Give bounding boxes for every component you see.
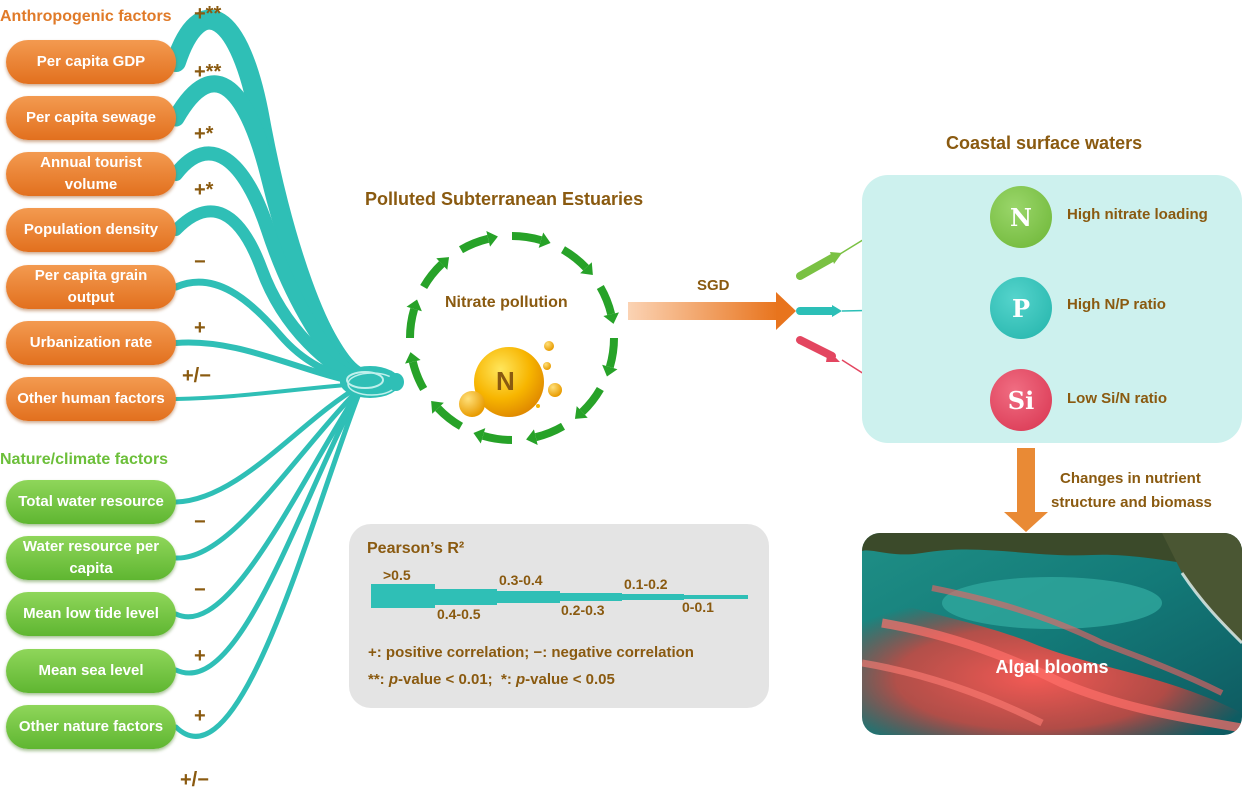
band-urban bbox=[173, 339, 363, 386]
legend-bin-5: 0.1-0.2 bbox=[624, 576, 668, 592]
factor-population-density: Population density bbox=[6, 208, 176, 252]
nutrient-arrows bbox=[796, 252, 842, 362]
band-tourist bbox=[169, 146, 367, 387]
sign-other-nature: +/− bbox=[180, 769, 209, 791]
band-population bbox=[170, 205, 366, 387]
changes-label-line2: structure and biomass bbox=[1051, 494, 1212, 511]
sign-water-per-capita: − bbox=[194, 579, 206, 601]
legend-panel: Pearson’s R² >0.5 0.4-0.5 0.3-0.4 0.2-0.… bbox=[349, 524, 769, 708]
cycle-dash bbox=[408, 360, 428, 391]
factor-urbanization-rate: Urbanization rate bbox=[6, 321, 176, 365]
legend-correlation-key: +: positive correlation; −: negative cor… bbox=[368, 644, 694, 661]
factor-per-capita-sewage: Per capita sewage bbox=[6, 96, 176, 140]
legend-bin-4: 0.2-0.3 bbox=[561, 602, 605, 618]
band-other-human bbox=[174, 382, 362, 401]
nitrogen-molecule-icon bbox=[459, 341, 562, 417]
cycle-dash bbox=[420, 261, 445, 290]
factor-annual-tourist-volume: Annual tourist volume bbox=[6, 152, 176, 196]
sign-total-water: − bbox=[194, 511, 206, 533]
cycle-dash bbox=[459, 234, 490, 254]
cycle-arrowhead bbox=[431, 400, 444, 414]
nature-header: Nature/climate factors bbox=[0, 451, 169, 468]
legend-pvalue-key: **: p-value < 0.01; *: p-value < 0.05 bbox=[368, 671, 615, 688]
cycle-dash bbox=[605, 337, 618, 369]
np-ratio-label: High N/P ratio bbox=[1067, 296, 1166, 313]
flow-knot bbox=[340, 366, 404, 398]
cycle-arrowhead bbox=[473, 428, 486, 444]
legend-bin-3: 0.3-0.4 bbox=[499, 572, 543, 588]
cycle-dash bbox=[579, 386, 604, 415]
sign-tourist: +* bbox=[194, 123, 214, 145]
algal-blooms-label: Algal blooms bbox=[995, 657, 1109, 677]
changes-label-line1: Changes in nutrient bbox=[1060, 470, 1201, 487]
anthropogenic-header: Anthropogenic factors bbox=[0, 8, 172, 25]
factor-mean-low-tide-level: Mean low tide level bbox=[6, 592, 176, 636]
legend-title: Pearson’s R² bbox=[367, 540, 465, 557]
band-grain bbox=[172, 278, 364, 386]
factor-total-water-resource: Total water resource bbox=[6, 480, 176, 524]
cycle-dash bbox=[596, 285, 616, 316]
estuary-title: Polluted Subterranean Estuaries bbox=[365, 189, 644, 209]
cycle-dash bbox=[560, 246, 589, 271]
band-total-water bbox=[173, 383, 363, 505]
silicon-circle: Si bbox=[990, 369, 1052, 431]
sgd-label: SGD bbox=[697, 277, 730, 294]
sign-low-tide: + bbox=[194, 645, 206, 667]
factor-per-capita-gdp: Per capita GDP bbox=[6, 40, 176, 84]
nitrate-cycle-arrows bbox=[405, 231, 619, 445]
nitrogen-circle: N bbox=[990, 186, 1052, 248]
nitrate-loading-label: High nitrate loading bbox=[1067, 206, 1208, 223]
down-arrow bbox=[1004, 448, 1048, 532]
cycle-arrowhead bbox=[538, 232, 551, 248]
coastal-title: Coastal surface waters bbox=[946, 133, 1143, 153]
molecule-symbol: N bbox=[496, 366, 515, 396]
coastal-panel bbox=[862, 175, 1242, 443]
sign-other-human: +/− bbox=[182, 365, 211, 387]
cycle-arrowhead bbox=[574, 406, 588, 419]
cycle-arrowhead bbox=[406, 299, 422, 312]
legend-bin-1: >0.5 bbox=[383, 567, 411, 583]
sign-gdp: +** bbox=[194, 3, 222, 25]
cycle-arrowhead bbox=[526, 429, 538, 445]
sign-sea-level: + bbox=[194, 705, 206, 727]
nitrate-pollution-label: Nitrate pollution bbox=[445, 294, 568, 311]
band-sea-level bbox=[173, 387, 363, 676]
factor-other-human: Other human factors bbox=[6, 377, 176, 421]
sin-ratio-label: Low Si/N ratio bbox=[1067, 390, 1168, 407]
correlation-bands bbox=[166, 9, 370, 739]
legend-width-scale bbox=[371, 584, 748, 608]
legend-bin-6: 0-0.1 bbox=[682, 599, 714, 615]
factor-per-capita-grain-output: Per capita grain output bbox=[6, 265, 176, 309]
algal-bloom-photo: Algal blooms bbox=[862, 533, 1242, 735]
cycle-arrowhead bbox=[405, 352, 421, 364]
factor-mean-sea-level: Mean sea level bbox=[6, 649, 176, 693]
cycle-dash bbox=[534, 422, 565, 442]
cycle-dash bbox=[511, 232, 543, 245]
cycle-dash bbox=[406, 307, 419, 339]
sign-urban: + bbox=[194, 317, 206, 339]
legend-bin-2: 0.4-0.5 bbox=[437, 606, 481, 622]
sign-sewage: +** bbox=[194, 61, 222, 83]
band-other-nature bbox=[173, 388, 363, 739]
band-water-per-capita bbox=[173, 385, 363, 561]
cycle-arrowhead bbox=[580, 262, 593, 276]
cycle-dash bbox=[481, 431, 513, 444]
algal-bloom-image bbox=[862, 533, 1242, 735]
phosphorus-circle: P bbox=[990, 277, 1052, 339]
cycle-arrowhead bbox=[603, 312, 619, 324]
factor-other-nature: Other nature factors bbox=[6, 705, 176, 749]
sign-population: +* bbox=[194, 179, 214, 201]
factor-water-resource-per-capita: Water resource per capita bbox=[6, 536, 176, 580]
cycle-arrowhead bbox=[436, 257, 450, 270]
cycle-arrowhead bbox=[602, 364, 618, 377]
sgd-arrow bbox=[628, 292, 796, 330]
cycle-dash bbox=[435, 405, 464, 430]
band-low-tide bbox=[173, 386, 363, 620]
cycle-arrowhead bbox=[486, 231, 498, 247]
sign-grain: − bbox=[194, 251, 206, 273]
